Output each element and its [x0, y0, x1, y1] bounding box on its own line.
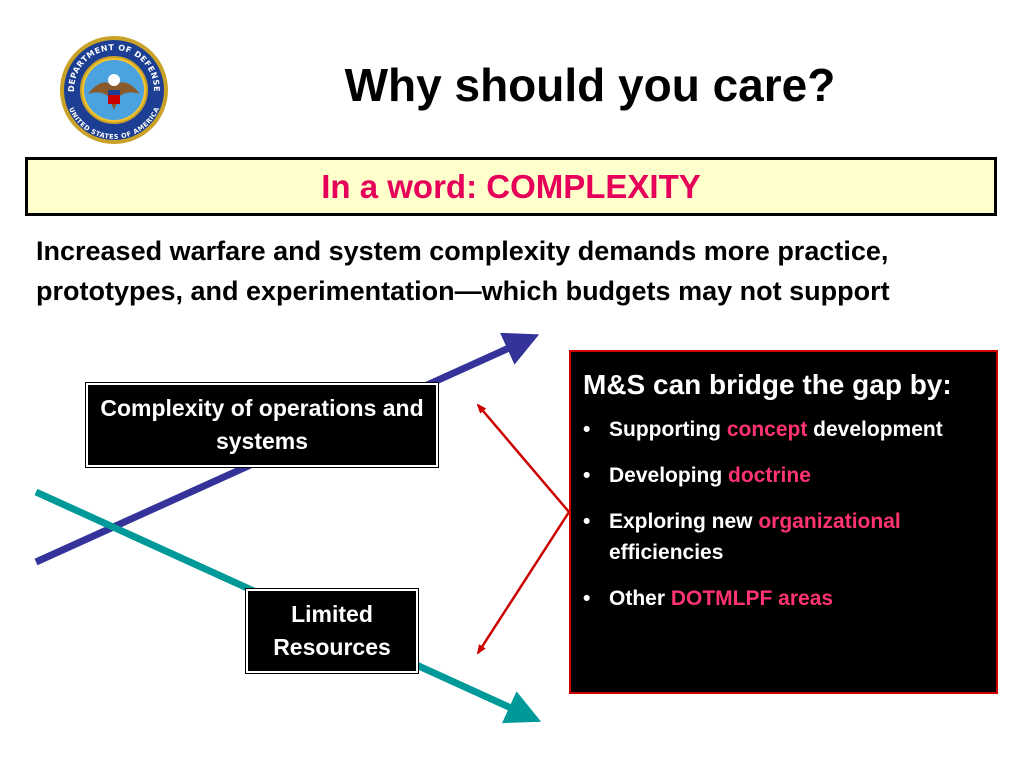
complexity-label: Complexity of operations and systems: [85, 382, 439, 468]
banner-text: In a word: COMPLEXITY: [321, 167, 701, 205]
connector-arrow-down: [476, 511, 571, 655]
page-title: Why should you care?: [344, 59, 836, 111]
complexity-banner: In a word: COMPLEXITY: [25, 157, 997, 216]
limited-resources-label: Limited Resources: [245, 588, 419, 674]
list-item: •Developing doctrine: [583, 460, 982, 491]
bullet-icon: •: [583, 510, 591, 533]
connector-arrow-up: [476, 403, 570, 513]
bullet-icon: •: [583, 587, 591, 610]
list-item: •Exploring new organizational efficienci…: [583, 506, 982, 568]
bullet-icon: •: [583, 418, 591, 441]
intro-paragraph: Increased warfare and system complexity …: [36, 236, 890, 306]
list-item: •Supporting concept development: [583, 414, 982, 445]
limited-resources-label-text: Limited Resources: [273, 601, 391, 660]
complexity-label-text: Complexity of operations and systems: [100, 395, 424, 454]
department-of-defense-seal: DEPARTMENT OF DEFENSE UNITED STATES OF A…: [60, 36, 168, 144]
ms-bullet-list: •Supporting concept development •Develop…: [583, 414, 982, 614]
list-item: •Other DOTMLPF areas: [583, 583, 982, 614]
ms-heading: M&S can bridge the gap by:: [583, 369, 952, 400]
bullet-icon: •: [583, 464, 591, 487]
ms-bridge-box: M&S can bridge the gap by: •Supporting c…: [569, 350, 998, 694]
